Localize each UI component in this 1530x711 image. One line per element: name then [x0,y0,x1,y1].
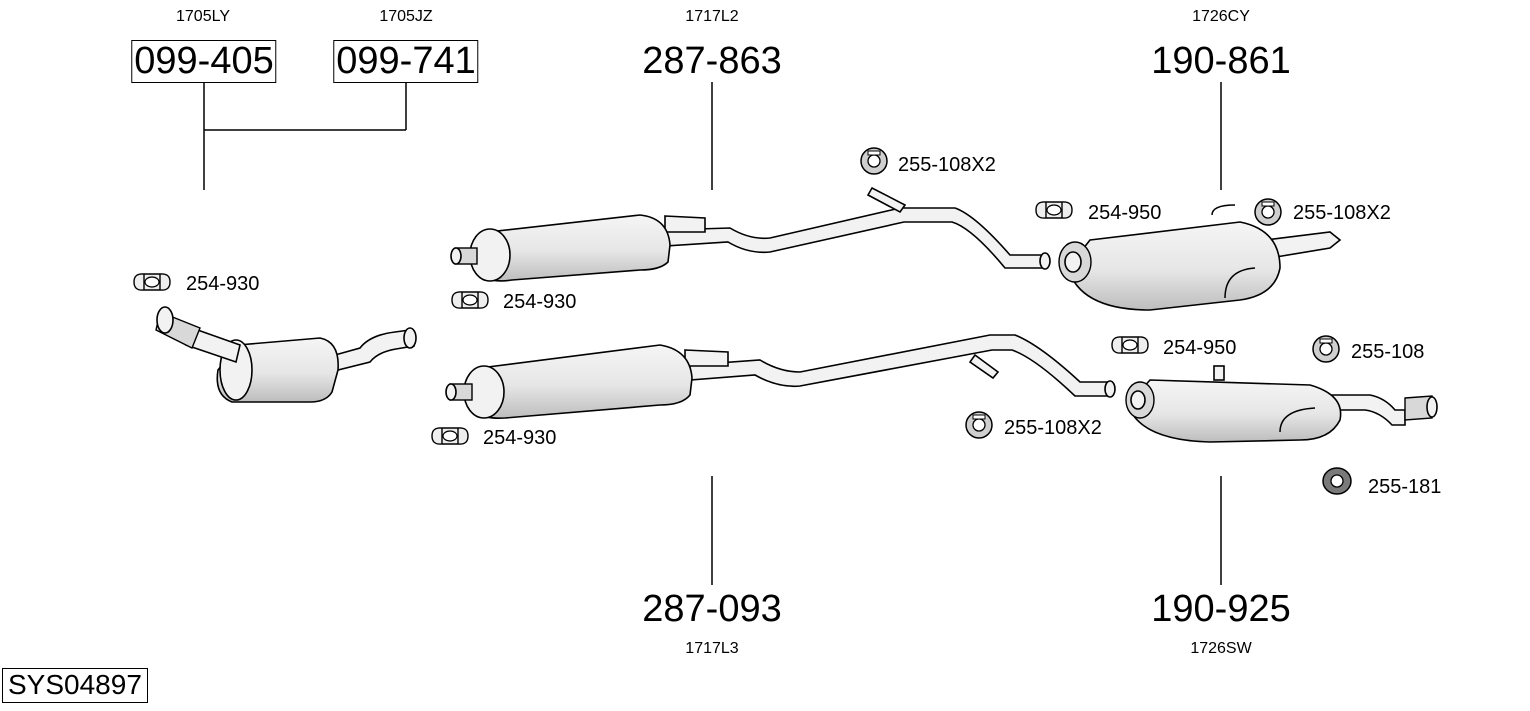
accessory-clamp-rear-top[interactable] [1032,198,1076,227]
part-mid-top[interactable]: 287-863 [642,40,782,82]
ref-cat1: 1705LY [176,8,230,25]
rear-silencer-bottom[interactable] [1125,365,1438,443]
catalytic-converter[interactable] [155,306,417,403]
clamp-icon [451,291,489,309]
ref-rear-top: 1726CY [1192,8,1250,25]
middle-silencer-bottom[interactable] [445,334,1116,419]
label-clamp-mid-bottom: 254-930 [483,427,557,449]
part-cat2[interactable]: 099-741 [333,40,479,83]
clamp-icon [1111,336,1149,354]
clamp-icon [431,427,469,445]
rubber-hanger-icon [860,147,888,175]
accessory-hanger-rear-bottom[interactable] [1310,333,1342,370]
accessory-hanger-mid-bottom[interactable] [963,409,995,446]
accessory-clamp-mid-bottom[interactable] [428,424,472,453]
leader-lines [203,82,1222,585]
clamp-icon [1035,201,1073,219]
accessory-hanger-tail[interactable] [1320,464,1354,503]
ref-rear-bottom: 1726SW [1190,640,1252,657]
label-hanger-mid-bottom: 255-108X2 [1004,417,1102,439]
part-rear-top[interactable]: 190-861 [1151,40,1291,82]
rubber-hanger-icon [1254,198,1282,226]
middle-silencer-top[interactable] [450,186,1051,282]
accessory-clamp-mid-top[interactable] [448,288,492,317]
ref-mid-bottom: 1717L3 [685,640,739,657]
label-clamp-mid-top: 254-930 [503,291,577,313]
ref-mid-top: 1717L2 [685,8,739,25]
label-hanger-tail: 255-181 [1368,476,1442,498]
label-hanger-mid-top: 255-108X2 [898,154,996,176]
rubber-hanger-icon [965,411,993,439]
ref-cat2: 1705JZ [379,8,433,25]
rubber-hanger-icon [1322,467,1352,495]
rear-silencer-top[interactable] [1058,204,1342,311]
label-hanger-rear-bottom: 255-108 [1351,341,1425,363]
part-rear-bottom[interactable]: 190-925 [1151,588,1291,630]
part-cat1[interactable]: 099-405 [131,40,277,83]
system-id: SYS04897 [2,668,148,703]
accessory-clamp-cat[interactable] [130,270,174,299]
rubber-hanger-icon [1312,335,1340,363]
accessory-hanger-rear-top[interactable] [1252,196,1284,233]
clamp-icon [133,273,171,291]
part-mid-bottom[interactable]: 287-093 [642,588,782,630]
label-clamp-cat: 254-930 [186,273,260,295]
accessory-clamp-rear-bottom[interactable] [1108,333,1152,362]
label-clamp-rear-bottom: 254-950 [1163,337,1237,359]
accessory-hanger-mid-top[interactable] [858,145,890,182]
label-clamp-rear-top: 254-950 [1088,202,1162,224]
label-hanger-rear-top: 255-108X2 [1293,202,1391,224]
